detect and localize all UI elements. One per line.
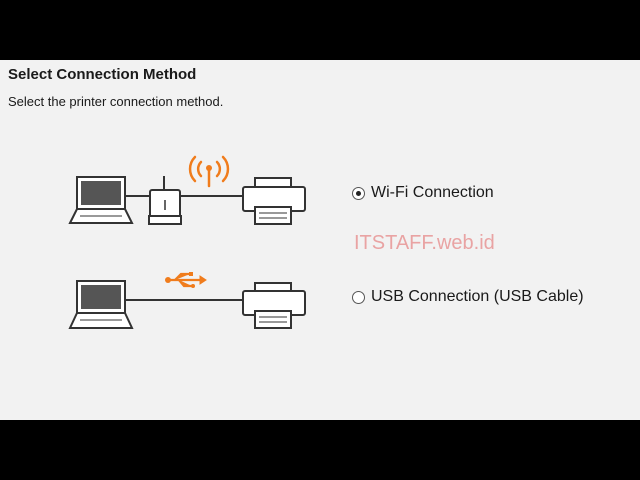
usb-connection-label: USB Connection (USB Cable) <box>371 288 584 305</box>
laptop-icon <box>68 280 134 329</box>
wifi-connection-option[interactable]: Wi-Fi Connection <box>352 184 494 202</box>
usb-radio-button[interactable] <box>352 290 365 304</box>
wifi-radio-button[interactable] <box>352 186 365 200</box>
connection-illustration <box>68 155 306 329</box>
page-title: Select Connection Method <box>8 66 197 83</box>
printer-icon <box>242 177 306 225</box>
printer-icon <box>242 282 306 329</box>
page-subtitle: Select the printer connection method. <box>8 94 224 109</box>
watermark-text: ITSTAFF.web.id <box>354 232 495 254</box>
wifi-connection-label: Wi-Fi Connection <box>371 184 494 201</box>
wireless-router-icon <box>148 176 182 225</box>
wifi-signal-icon <box>188 155 230 188</box>
laptop-icon <box>68 176 134 224</box>
usb-icon <box>165 272 207 288</box>
usb-connection-option[interactable]: USB Connection (USB Cable) <box>352 288 584 306</box>
connection-method-panel: Select Connection Method Select the prin… <box>0 60 640 420</box>
